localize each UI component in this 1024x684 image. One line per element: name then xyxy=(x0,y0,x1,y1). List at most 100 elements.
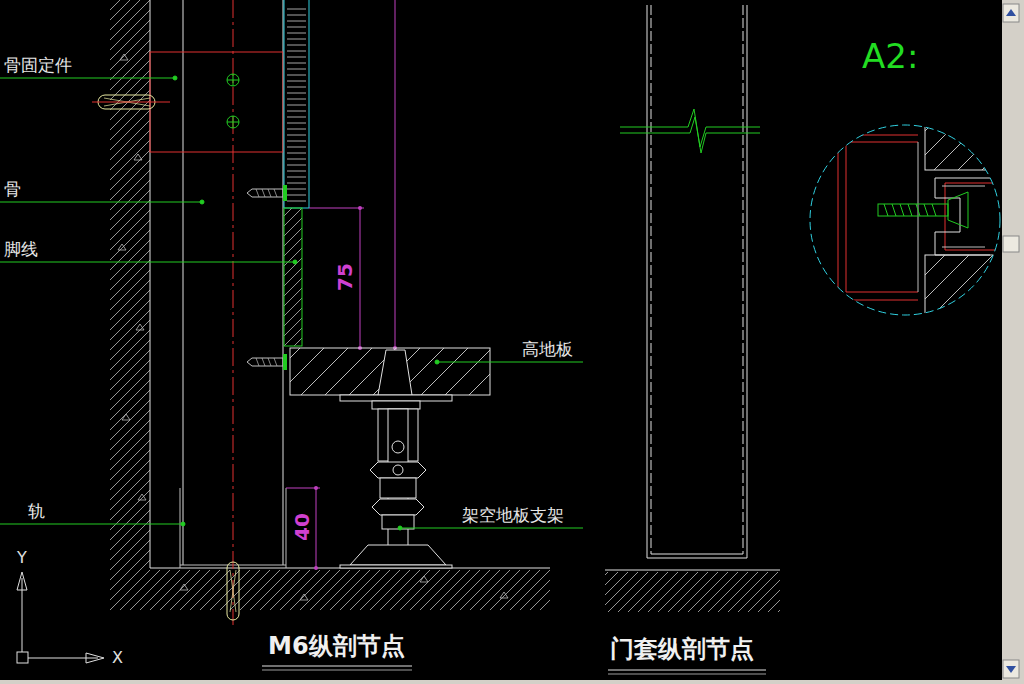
part-label: 架空地板支架 xyxy=(462,506,564,525)
detail-callout xyxy=(918,142,919,292)
steel-stud xyxy=(183,0,184,565)
steel-stud xyxy=(180,488,181,568)
wall-hatch xyxy=(118,54,508,600)
scrollbar xyxy=(1006,9,1016,16)
ucs-icon xyxy=(17,572,104,663)
leader-lines xyxy=(398,526,402,530)
title-underline xyxy=(262,670,412,671)
leader-lines xyxy=(0,262,295,263)
dimension-value: 40 xyxy=(291,513,313,541)
part-label: 骨 xyxy=(4,180,21,199)
self-tapping-screw xyxy=(247,185,287,370)
door-casing-section xyxy=(651,554,743,555)
door-casing-section xyxy=(620,109,760,147)
floor-pedestal xyxy=(340,350,452,568)
detail-callout xyxy=(945,183,1001,250)
title-underline xyxy=(608,674,766,675)
detail-callout xyxy=(838,135,918,300)
door-casing-section xyxy=(605,570,780,571)
floor-pedestal xyxy=(378,350,412,395)
wall-panel xyxy=(284,0,285,208)
door-casing-section xyxy=(651,5,652,554)
floor-pedestal xyxy=(380,478,416,498)
scrollbar xyxy=(1003,660,1019,678)
leader-lines xyxy=(293,260,297,264)
dimension-lines xyxy=(314,566,318,570)
dimension-lines xyxy=(395,0,396,348)
dimension-lines xyxy=(358,206,362,210)
leader-lines xyxy=(0,524,183,525)
ucs-icon xyxy=(28,658,98,659)
detail-callout xyxy=(878,204,948,216)
self-tapping-screw xyxy=(283,185,287,201)
leader-lines xyxy=(400,528,583,529)
leader-lines xyxy=(200,200,204,204)
door-casing-section xyxy=(647,558,747,559)
wall-panel xyxy=(284,0,309,208)
steel-stud xyxy=(180,0,286,625)
stud-fixing-bracket xyxy=(227,74,239,86)
raised-floor-panel xyxy=(290,348,490,395)
dimension-lines xyxy=(314,486,318,490)
self-tapping-screw xyxy=(247,189,283,197)
stud-fixing-bracket xyxy=(227,74,239,86)
wall-hatch xyxy=(110,0,150,570)
ucs-icon xyxy=(17,572,27,590)
detail-callout xyxy=(948,192,968,228)
door-casing-section xyxy=(647,5,648,558)
wall-panel xyxy=(309,0,310,208)
axis-label: Y xyxy=(17,549,27,567)
section-title: M6纵剖节点 xyxy=(268,633,405,659)
dimension-lines xyxy=(316,488,317,568)
part-label: 脚线 xyxy=(4,240,38,259)
stud-fixing-bracket xyxy=(227,116,239,128)
steel-stud xyxy=(286,488,287,568)
detail-callout xyxy=(810,95,1001,320)
stud-fixing-bracket xyxy=(227,562,239,620)
title-underline xyxy=(262,666,766,674)
stud-fixing-bracket xyxy=(230,570,236,612)
part-label: 高地板 xyxy=(522,340,573,359)
self-tapping-screw xyxy=(283,354,287,370)
axis-label: X xyxy=(112,649,123,667)
skirting-board xyxy=(284,208,302,346)
scrollbar xyxy=(1002,0,1024,684)
floor-pedestal xyxy=(392,441,404,453)
floor-pedestal xyxy=(393,465,403,475)
steel-stud xyxy=(233,0,234,625)
floor-pedestal xyxy=(340,395,452,401)
wall-panel xyxy=(287,5,306,205)
detail-callout xyxy=(942,186,985,247)
leader-lines xyxy=(181,522,185,526)
stud-fixing-bracket xyxy=(227,116,239,128)
title-underline xyxy=(262,666,412,667)
floor-pedestal xyxy=(350,545,446,565)
detail-tag: A2: xyxy=(862,38,918,75)
self-tapping-screw xyxy=(247,358,283,366)
self-tapping-screw xyxy=(256,189,277,197)
section-title: 门套纵剖节点 xyxy=(610,636,754,662)
detail-callout xyxy=(884,204,936,216)
wall-hatch xyxy=(110,570,550,610)
floor-pedestal xyxy=(372,401,420,409)
stud-fixing-bracket xyxy=(92,102,170,103)
door-casing-section xyxy=(747,5,748,558)
dimension-lines xyxy=(309,208,364,209)
part-label: 骨固定件 xyxy=(4,56,72,75)
scrollbar xyxy=(1003,4,1019,22)
detail-callout xyxy=(925,95,1001,170)
dimension-lines xyxy=(360,208,361,348)
door-casing-section xyxy=(605,5,780,612)
leader-lines xyxy=(0,78,175,79)
floor-pedestal xyxy=(372,499,424,515)
ucs-icon xyxy=(22,578,23,652)
scrollbar xyxy=(0,680,1002,684)
ucs-icon xyxy=(17,652,28,663)
leader-lines xyxy=(437,362,583,363)
part-label: 轨 xyxy=(28,502,45,521)
door-casing-section xyxy=(605,572,780,612)
raised-floor-panel xyxy=(290,348,490,395)
